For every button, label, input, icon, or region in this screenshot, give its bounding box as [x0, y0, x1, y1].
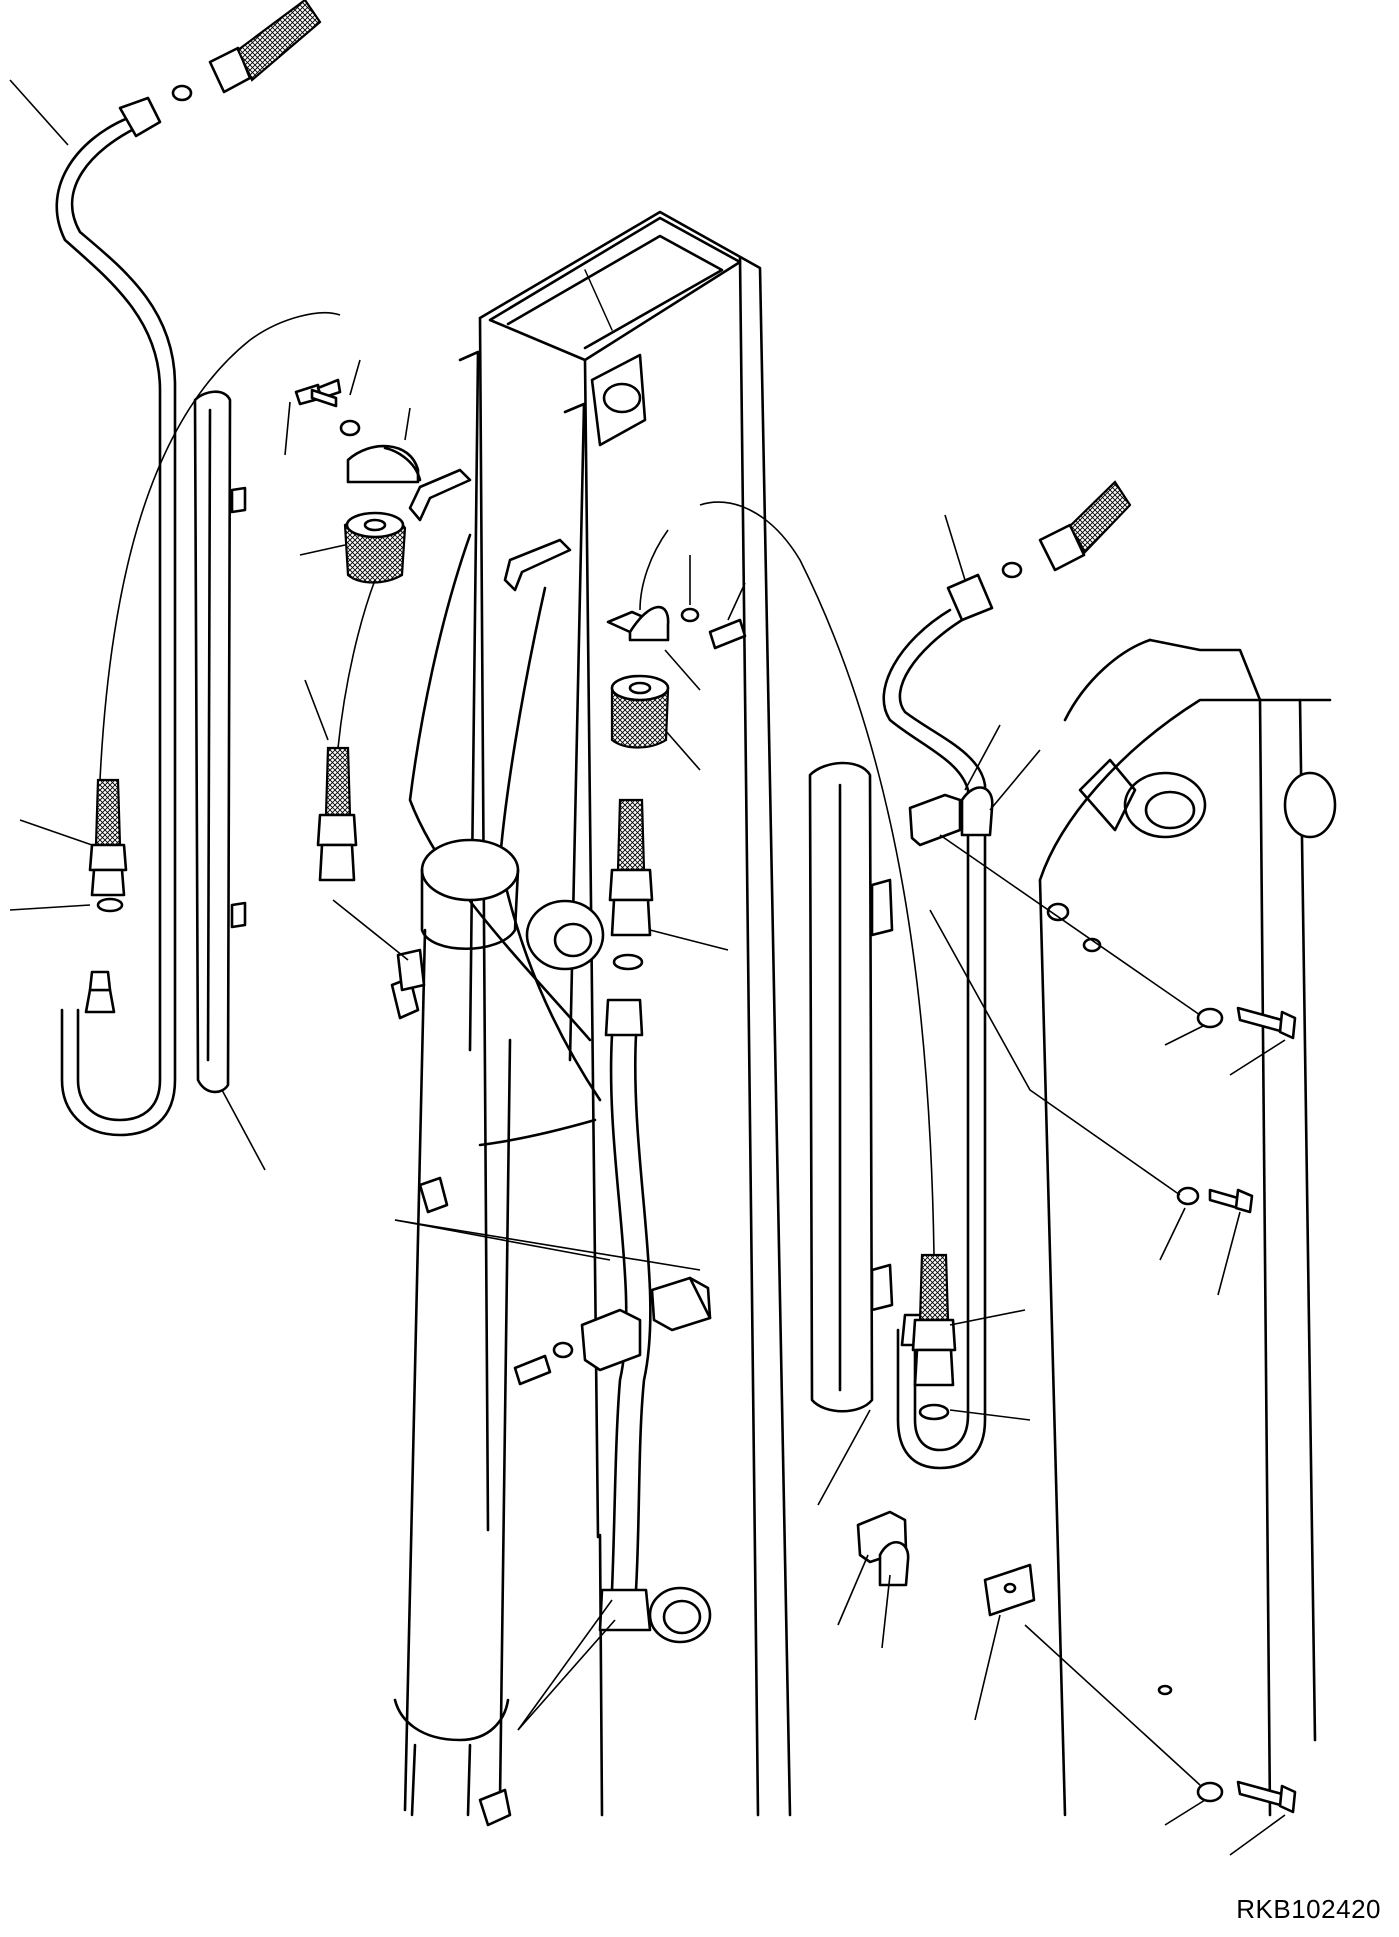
clamp-right — [856, 786, 1036, 1617]
hose-left — [88, 312, 341, 913]
callout-leaders — [9, 79, 1286, 1856]
hose-right — [699, 501, 957, 1421]
clamp-upper-left — [294, 378, 422, 584]
tube-left — [55, 0, 322, 1137]
clamp-center — [606, 605, 747, 749]
bolts-right — [310, 388, 1297, 1814]
hose-center — [598, 798, 654, 1632]
tube-nut — [118, 96, 162, 138]
side-plate — [1038, 638, 1337, 1817]
guard-plate-left — [193, 390, 247, 1094]
boom-arm — [390, 210, 792, 1827]
hose-middle-left — [316, 579, 426, 992]
drawing-reference-code: RKB102420 — [1236, 1894, 1381, 1924]
guard-plate-right — [808, 761, 894, 1413]
clamp-lower-center — [513, 1276, 712, 1386]
